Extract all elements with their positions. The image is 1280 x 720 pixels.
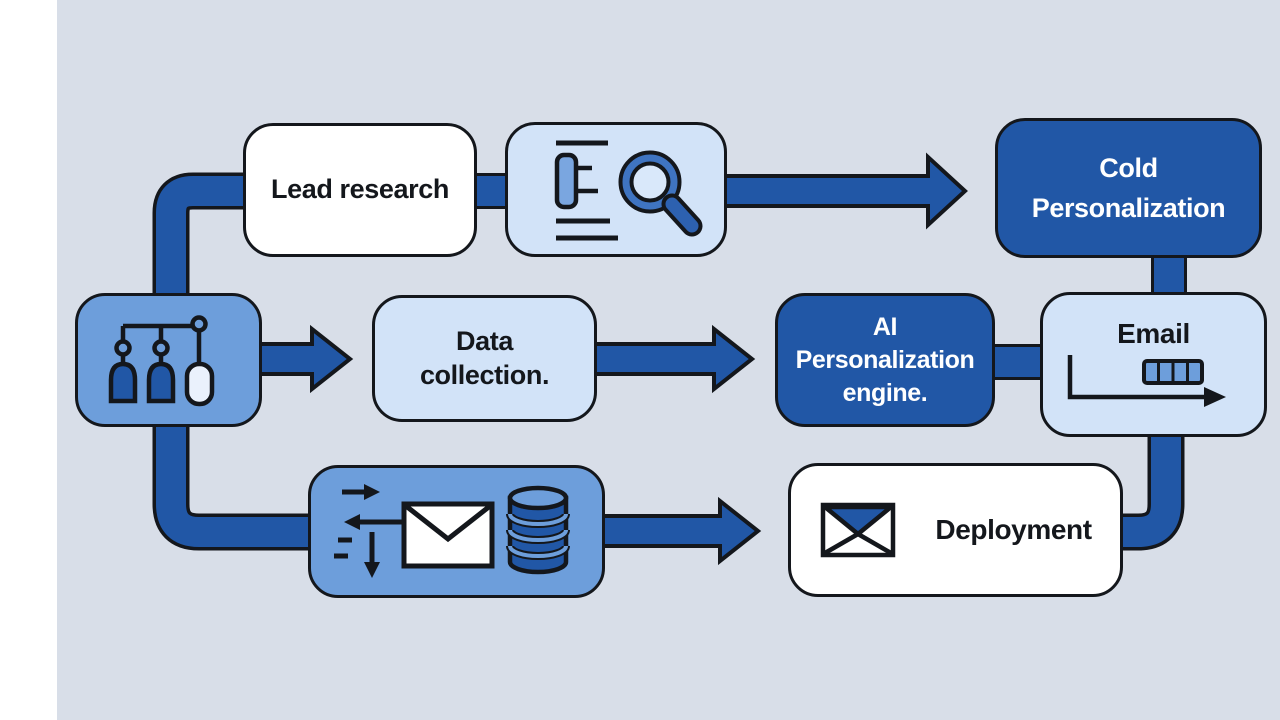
node-pipeline <box>308 465 605 598</box>
node-email: Email <box>1040 292 1267 437</box>
arrow-data-collection-to-ai <box>590 324 756 394</box>
arrow-pipeline-to-deployment <box>598 496 762 566</box>
email-send-icon <box>1067 354 1226 407</box>
magnifier-handle <box>665 197 699 232</box>
data-collection-label: Data collection. <box>419 325 550 390</box>
database-icon <box>505 485 570 574</box>
sync-arrows-icon <box>333 483 404 578</box>
cold-personalization-label: Cold Personalization <box>1031 152 1226 224</box>
lead-sources-icon <box>108 314 214 406</box>
list-search-icon <box>554 140 703 240</box>
node-lead-sources <box>75 293 262 427</box>
ai-engine-label: AI Personalization engine. <box>795 312 975 407</box>
node-deployment: Deployment <box>788 463 1123 597</box>
connector-sources-to-lead-research <box>152 172 252 300</box>
node-cold-personalization: Cold Personalization <box>995 118 1262 258</box>
connector-email-to-deployment <box>1116 430 1185 551</box>
node-search <box>505 122 727 257</box>
arrow-sources-to-data-collection <box>253 324 354 394</box>
node-data-collection: Data collection. <box>372 295 597 422</box>
arrow-search-to-cold <box>721 152 968 230</box>
envelope-icon <box>401 501 494 568</box>
email-label: Email <box>1117 318 1190 349</box>
node-ai-personalization-engine: AI Personalization engine. <box>775 293 995 427</box>
deployment-envelope-icon <box>821 502 896 558</box>
deployment-label: Deployment <box>935 514 1092 546</box>
pipeline-icons <box>333 483 570 578</box>
node-lead-research: Lead research <box>243 123 477 257</box>
left-margin-stripe <box>0 0 57 720</box>
connector-sources-to-pipeline <box>152 420 315 551</box>
lead-research-label: Lead research <box>271 174 449 205</box>
